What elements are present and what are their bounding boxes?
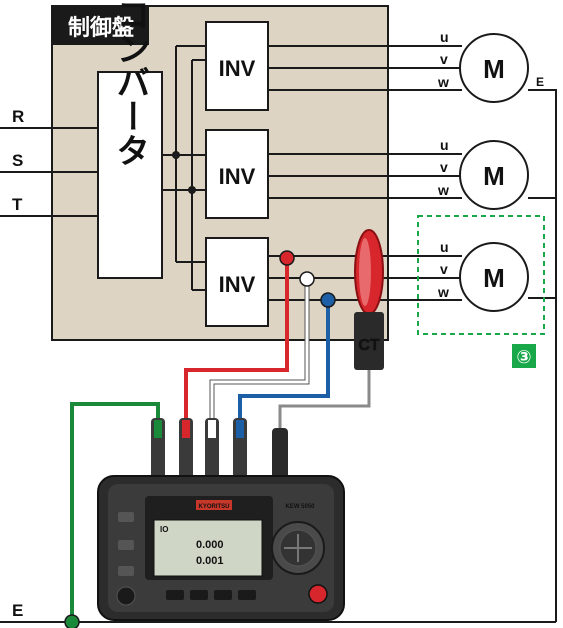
power-button[interactable]: [116, 586, 136, 606]
input-lines: [0, 127, 98, 217]
test-button[interactable]: [308, 584, 328, 604]
clip-red: [279, 250, 295, 266]
lead-gray: [278, 370, 371, 430]
tester-model: KEW 5050: [285, 504, 315, 510]
phase-label: w: [437, 284, 449, 300]
tester-brand: KYORITSU: [198, 504, 229, 510]
tester-reading-1: 0.000: [196, 539, 224, 551]
probe-plugs: [151, 418, 288, 482]
inverter-1-label: INV: [219, 56, 256, 81]
phase-label: u: [440, 137, 449, 153]
motor-3: [459, 242, 529, 312]
inverter-2-label: INV: [219, 164, 256, 189]
converter-label: コンバータ: [110, 0, 150, 167]
panel-title-bg: [53, 7, 149, 45]
phase-label: u: [440, 239, 449, 255]
bus-node: [188, 186, 196, 194]
ct-clamp-inner: [359, 238, 371, 306]
clip-green: [64, 614, 80, 628]
earth-label-bottom: E: [12, 601, 23, 620]
inverter-3-label: INV: [219, 272, 256, 297]
side-button[interactable]: [118, 540, 134, 550]
lead-blue: [238, 300, 330, 420]
ct-body: [354, 312, 384, 370]
clip-blue: [320, 292, 336, 308]
input-label-t: T: [12, 195, 23, 214]
phase-label: w: [437, 182, 449, 198]
phase-label: v: [440, 261, 448, 277]
motor-1: [459, 33, 529, 103]
motor-3-label: M: [483, 263, 505, 293]
ct-label: CT: [358, 337, 380, 354]
input-label-r: R: [12, 107, 24, 126]
callout-badge: [512, 344, 536, 368]
lead-white: [209, 279, 310, 420]
clip-white: [299, 271, 315, 287]
inverter-2: [205, 129, 269, 219]
motor-1-label: M: [483, 54, 505, 84]
tester: KYORITSU IO 0.000 0.001 KEW 5050: [97, 475, 345, 621]
phase-label: w: [437, 74, 449, 90]
earth-line: [0, 89, 557, 623]
soft-key[interactable]: [238, 590, 256, 600]
inverter-1: [205, 21, 269, 111]
converter-box: [97, 71, 163, 279]
motor-2-label: M: [483, 161, 505, 191]
earth-label-top: E: [536, 75, 544, 89]
panel-title: 制御盤: [68, 15, 135, 41]
motor-2: [459, 140, 529, 210]
callout-number: ③: [516, 347, 531, 368]
lead-red: [184, 258, 289, 420]
soft-key[interactable]: [214, 590, 232, 600]
input-label-s: S: [12, 151, 23, 170]
side-button[interactable]: [118, 512, 134, 522]
phase-label: v: [440, 51, 448, 67]
tester-screen-title: IO: [160, 525, 168, 534]
phase-label: v: [440, 159, 448, 175]
inverter-3: [205, 237, 269, 327]
tester-reading-2: 0.001: [196, 555, 224, 567]
side-button[interactable]: [118, 566, 134, 576]
measurement-region: [417, 215, 545, 335]
phase-label: u: [440, 29, 449, 45]
soft-key[interactable]: [190, 590, 208, 600]
lead-green: [70, 402, 160, 622]
bus-node: [172, 151, 180, 159]
soft-key[interactable]: [166, 590, 184, 600]
tester-screen: [153, 519, 263, 577]
